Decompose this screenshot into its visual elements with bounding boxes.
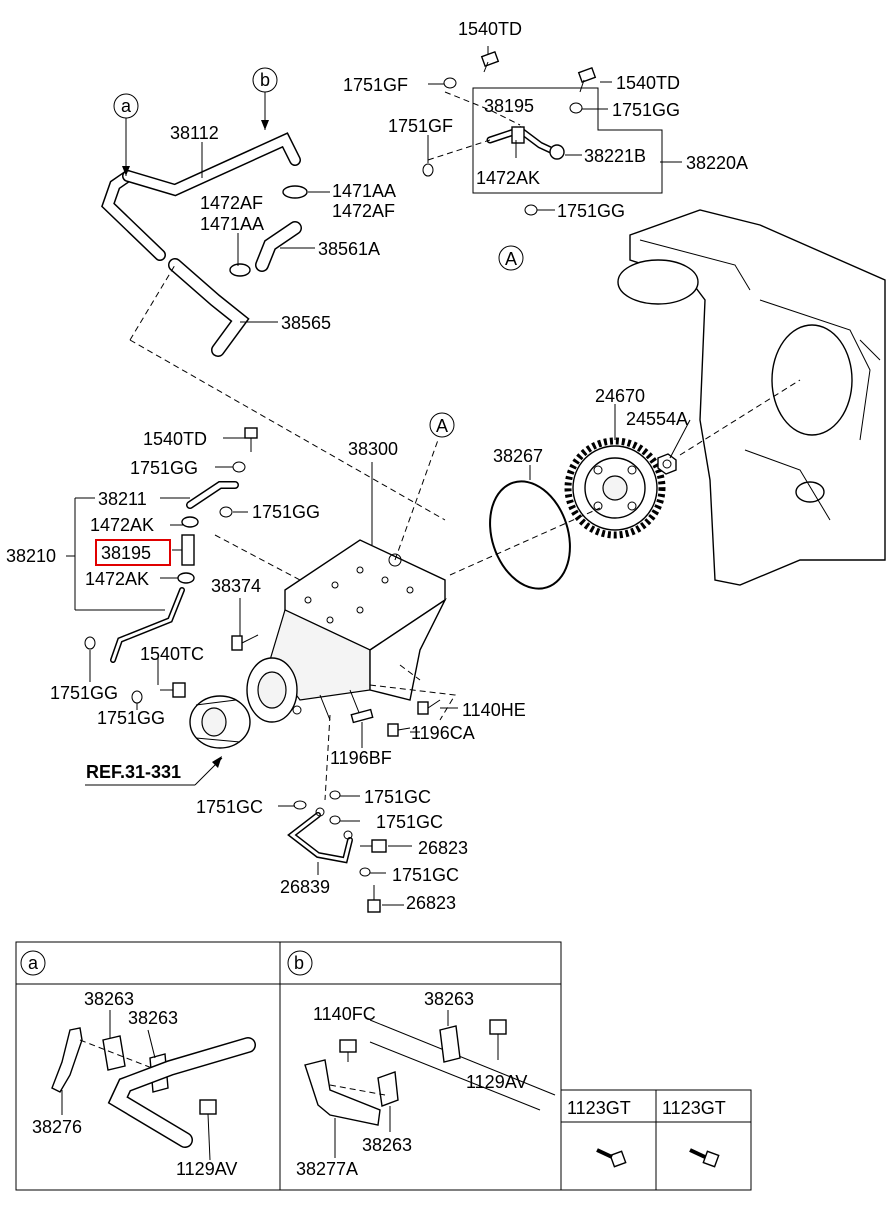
label-26839: 26839 xyxy=(280,877,330,897)
label-1471AA: 1471AA xyxy=(200,214,264,234)
panel-1123GT: 1123GT 1123GT xyxy=(567,1098,726,1168)
label-1540TD: 1540TD xyxy=(616,73,680,93)
label-1751GG: 1751GG xyxy=(252,502,320,522)
label-38210: 38210 xyxy=(6,546,56,566)
ref-31-331-part-drawing xyxy=(189,695,251,749)
label-38195: 38195 xyxy=(484,96,534,116)
label-1472AF: 1472AF xyxy=(200,193,263,213)
label-1751GC: 1751GC xyxy=(196,797,263,817)
label-38565: 38565 xyxy=(281,313,331,333)
engine-housing-drawing xyxy=(617,209,886,586)
label-1751GC: 1751GC xyxy=(392,865,459,885)
label-1471AA: 1471AA xyxy=(332,181,396,201)
bolt-1123GT-left xyxy=(596,1148,627,1168)
gasket-ring-38267 xyxy=(489,480,571,590)
label-38263: 38263 xyxy=(424,989,474,1009)
callout-A: A xyxy=(505,249,517,269)
detail-panels xyxy=(15,941,752,1191)
label-1751GG: 1751GG xyxy=(557,201,625,221)
hose-38565-drawing xyxy=(168,258,250,357)
label-1472AF: 1472AF xyxy=(332,201,395,221)
label-1472AK: 1472AK xyxy=(476,168,540,188)
label-1140HE: 1140HE xyxy=(462,700,526,720)
label-1129AV: 1129AV xyxy=(466,1072,527,1092)
label-38374: 38374 xyxy=(211,576,261,596)
label-38277A: 38277A xyxy=(296,1159,358,1179)
label-1196BF: 1196BF xyxy=(330,748,392,768)
subassembly-box-38220A xyxy=(472,87,663,194)
label-24670: 24670 xyxy=(595,386,645,406)
label-1472AK: 1472AK xyxy=(85,569,149,589)
label-38220A: 38220A xyxy=(686,153,748,173)
label-38263: 38263 xyxy=(362,1135,412,1155)
label-26823: 26823 xyxy=(406,893,456,913)
dashed-lines xyxy=(129,91,801,801)
highlight-box-38195 xyxy=(95,539,171,566)
label-1540TD: 1540TD xyxy=(143,429,207,449)
label-1751GG: 1751GG xyxy=(130,458,198,478)
bolt-1123GT-right xyxy=(689,1148,720,1168)
label-1751GF: 1751GF xyxy=(343,75,408,95)
label-1751GC: 1751GC xyxy=(364,787,431,807)
label-1751GF: 1751GF xyxy=(388,116,453,136)
panel-a: a 38263 38263 38276 1129AV xyxy=(20,950,256,1179)
label-1472AK: 1472AK xyxy=(90,515,154,535)
label-38211: 38211 xyxy=(98,489,147,509)
pipe-38211-drawing xyxy=(110,481,239,663)
callout-a: a xyxy=(121,96,132,116)
label-1129AV: 1129AV xyxy=(176,1159,237,1179)
label-1751GC: 1751GC xyxy=(376,812,443,832)
label-38195-highlighted[interactable]: 38195 xyxy=(101,543,151,563)
label-38300: 38300 xyxy=(348,439,398,459)
label-38276: 38276 xyxy=(32,1117,82,1137)
pipe-38221B-drawing xyxy=(486,126,565,160)
label-38263: 38263 xyxy=(128,1008,178,1028)
callout-arrows xyxy=(122,120,269,176)
reference-link[interactable]: REF.31-331 xyxy=(86,762,181,782)
label-26823: 26823 xyxy=(418,838,468,858)
pipe-26839-drawing xyxy=(287,812,353,864)
label-38263: 38263 xyxy=(84,989,134,1009)
header-1123GT: 1123GT xyxy=(662,1098,726,1118)
header-1123GT: 1123GT xyxy=(567,1098,631,1118)
panel-b: b 1140FC 38263 1129AV 38263 38277A xyxy=(287,950,556,1179)
label-1140FC: 1140FC xyxy=(313,1004,376,1024)
label-1540TC: 1540TC xyxy=(140,644,204,664)
callout-A: A xyxy=(436,416,448,436)
label-38221B: 38221B xyxy=(584,146,646,166)
compressor-38300-drawing xyxy=(246,539,447,723)
label-1540TD: 1540TD xyxy=(458,19,522,39)
callout-b: b xyxy=(260,70,270,90)
gear-24670-drawing xyxy=(564,437,666,539)
label-1196CA: 1196CA xyxy=(411,723,475,743)
label-38267: 38267 xyxy=(493,446,543,466)
leader-lines xyxy=(66,46,691,906)
panel-b-tag: b xyxy=(294,953,304,973)
hose-38561A-drawing xyxy=(255,221,302,272)
label-38561A: 38561A xyxy=(318,239,380,259)
panel-a-tag: a xyxy=(28,953,39,973)
hose-38112-drawing xyxy=(101,132,301,261)
label-24554A: 24554A xyxy=(626,409,688,429)
label-1751GG: 1751GG xyxy=(50,683,118,703)
label-1751GG: 1751GG xyxy=(97,708,165,728)
bolts-drawing xyxy=(160,51,597,913)
label-1751GG: 1751GG xyxy=(612,100,680,120)
label-38112: 38112 xyxy=(170,123,219,143)
nut-24554A-drawing xyxy=(657,453,677,475)
